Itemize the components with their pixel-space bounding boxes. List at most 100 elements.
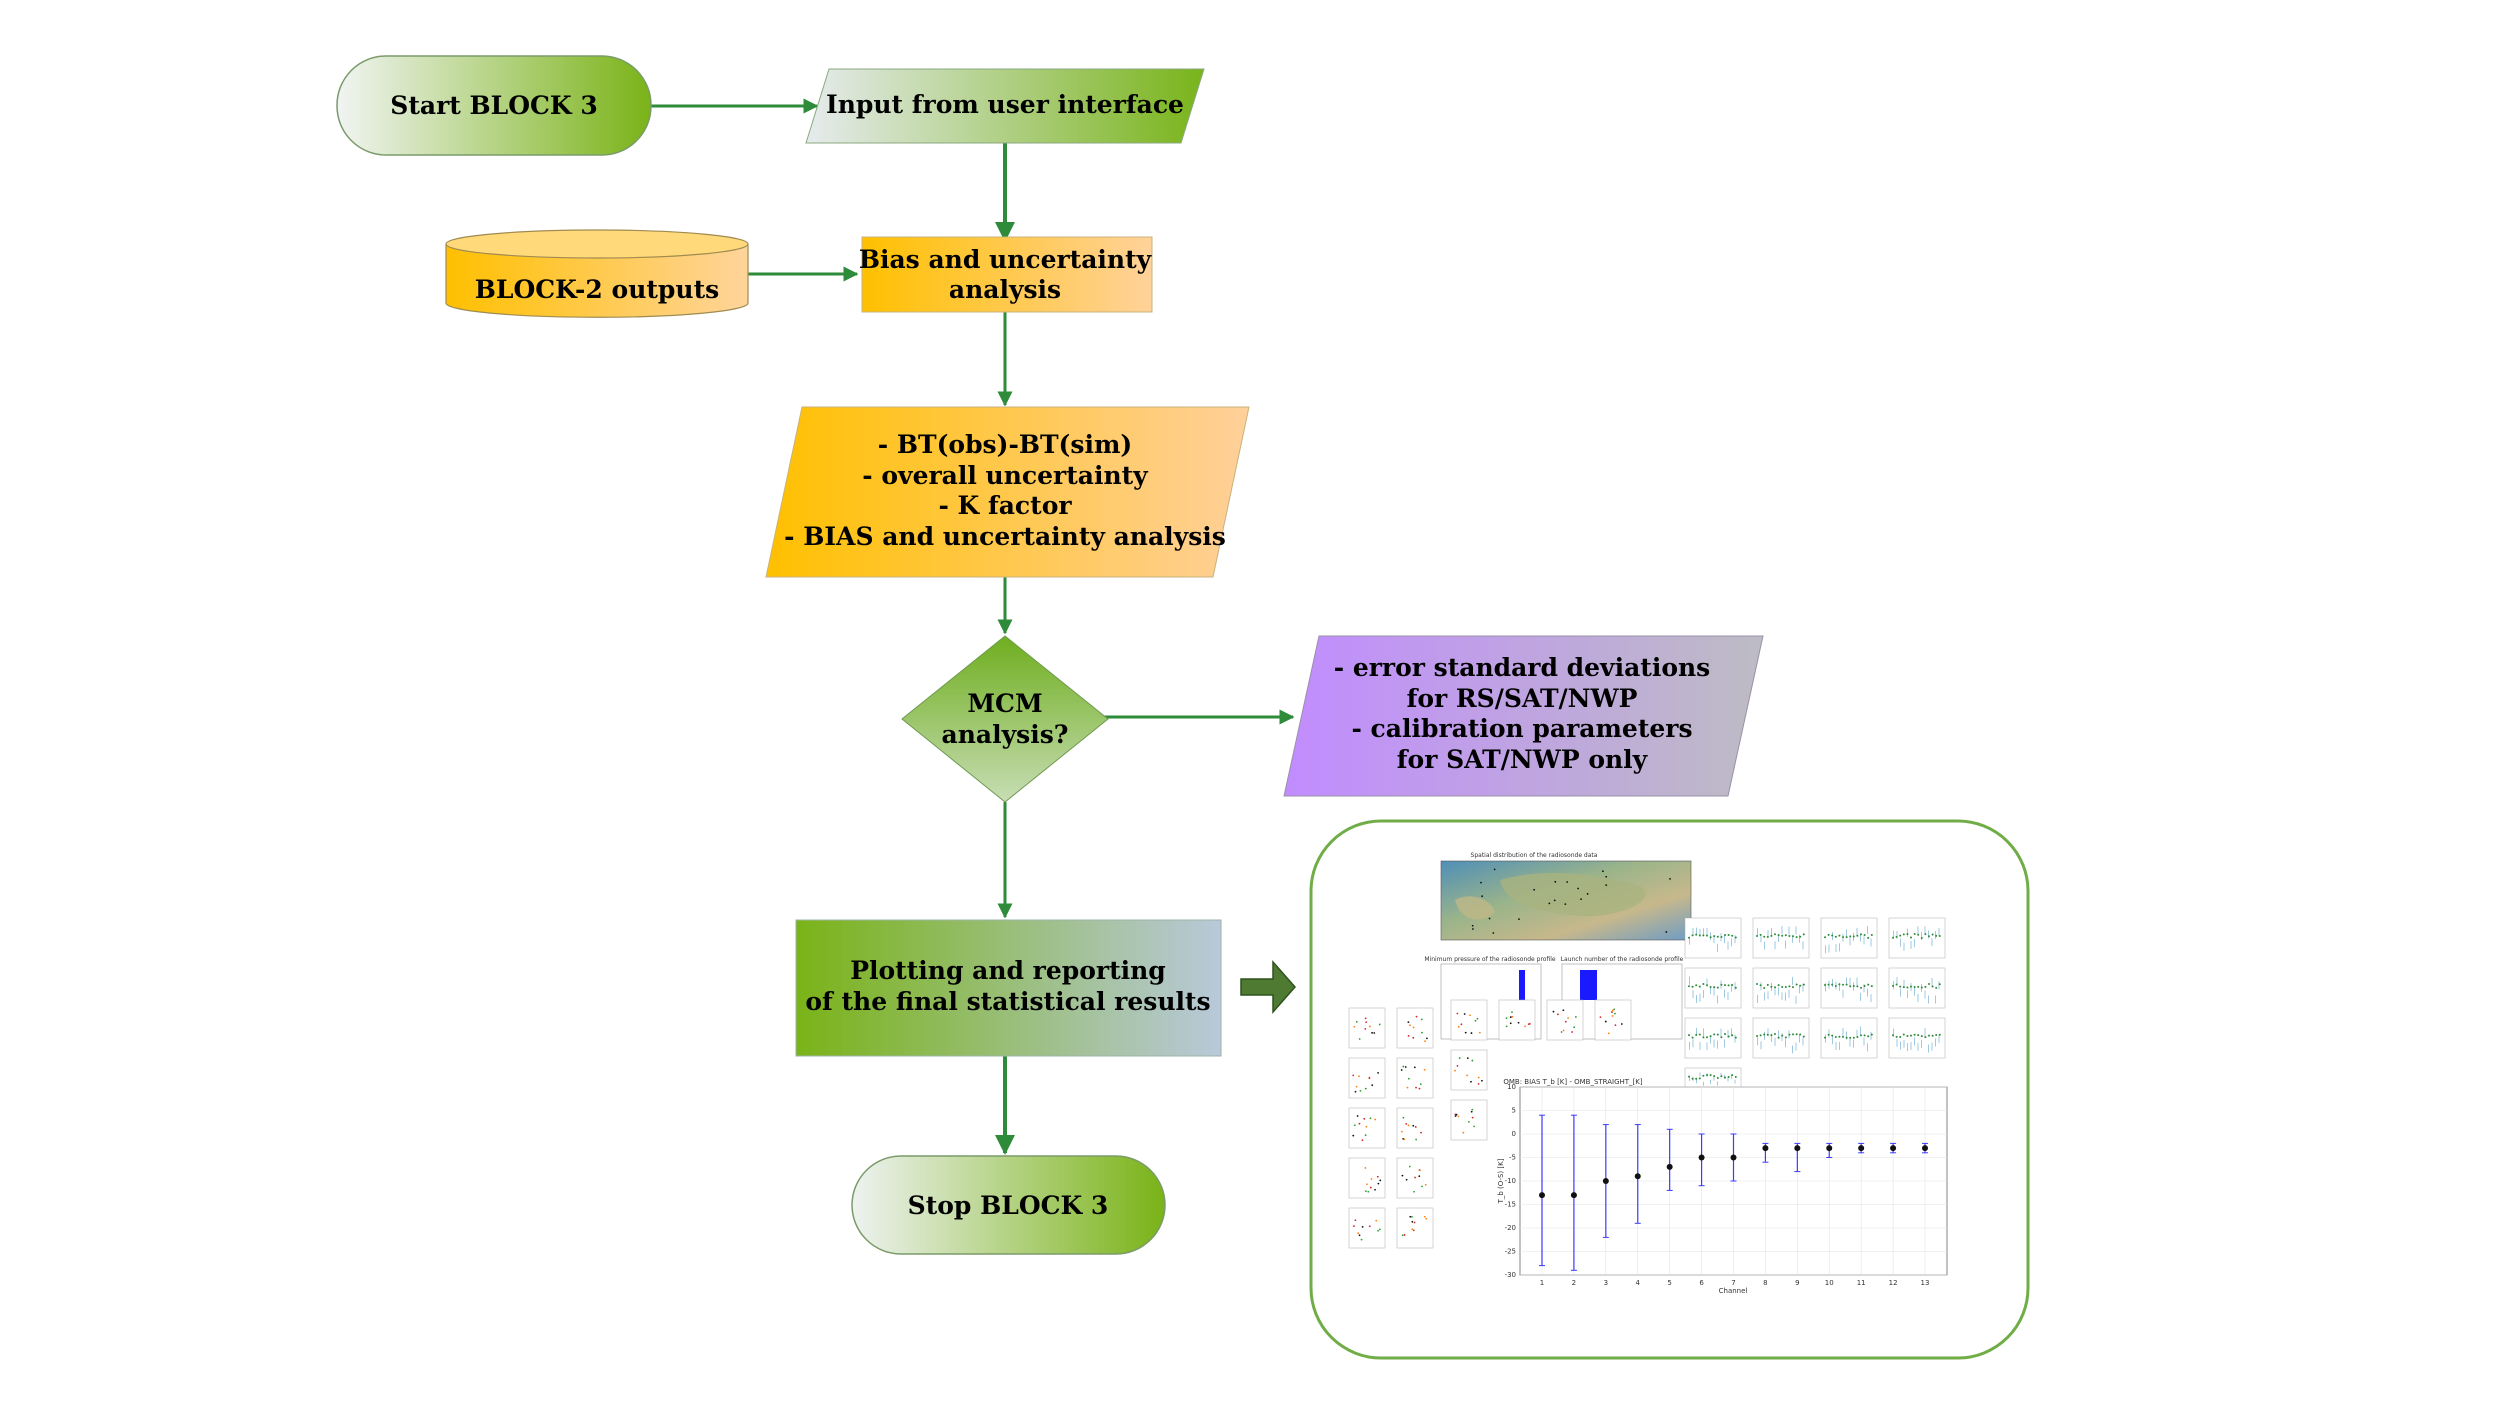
scatter-band — [1870, 1031, 1872, 1040]
scatter-point — [1709, 1035, 1712, 1038]
scatter-band — [1867, 926, 1868, 935]
scatter-point — [1774, 986, 1776, 989]
profile-panel-frame — [1450, 1049, 1488, 1091]
profile-point — [1355, 1085, 1358, 1088]
errbar-ytick: 5 — [1512, 1107, 1516, 1115]
bar2-title: Launch number of the radiosonde profile — [1561, 956, 1684, 963]
scatter-band — [1710, 986, 1711, 995]
profile-point — [1368, 1225, 1371, 1228]
scatter-point — [1734, 986, 1737, 989]
scatter-band — [1907, 928, 1908, 937]
profile-panel — [1348, 1157, 1386, 1199]
scatter-band — [1724, 1039, 1725, 1048]
scatter-point — [1713, 1033, 1716, 1036]
profile-point — [1477, 1076, 1480, 1079]
scatter-band — [1931, 938, 1933, 947]
map-dot — [1564, 903, 1567, 906]
scatter-point — [1892, 984, 1894, 987]
map-dot — [1577, 887, 1579, 890]
profile-panel — [1396, 1007, 1434, 1049]
plot-label-2: of the final statistical results — [805, 987, 1210, 1016]
scatter-panel-frame — [1752, 967, 1810, 1009]
scatter-point — [1720, 1036, 1723, 1039]
profile-point — [1413, 1221, 1416, 1224]
scatter-point — [1924, 1036, 1927, 1039]
profile-point — [1557, 1013, 1559, 1016]
errbar-marks — [1539, 1114, 1928, 1271]
profile-point — [1420, 1018, 1423, 1021]
block2-label: BLOCK-2 outputs — [475, 275, 719, 304]
map-thumbnail: Spatial distribution of the radiosonde d… — [1440, 852, 1692, 941]
profile-panel-frame — [1546, 999, 1584, 1041]
scatter-band — [1792, 934, 1793, 943]
profile-point — [1405, 1178, 1408, 1181]
node-block2-cylinder: BLOCK-2 outputs — [445, 229, 749, 318]
scatter-band — [1860, 992, 1861, 1001]
scatter-band — [1928, 930, 1929, 939]
scatter-band — [1699, 1072, 1701, 1077]
scatter-point — [1863, 933, 1866, 936]
profile-point — [1458, 1057, 1461, 1059]
scatter-band — [1785, 992, 1786, 1001]
scatter-band — [1692, 1039, 1694, 1048]
profile-panel — [1348, 1007, 1386, 1049]
scatter-band — [1839, 982, 1840, 991]
scatter-band — [1914, 939, 1915, 948]
stop-label: Stop BLOCK 3 — [908, 1191, 1109, 1220]
scatter-point — [1698, 934, 1701, 937]
profile-panel — [1546, 999, 1584, 1041]
profile-point — [1400, 1069, 1403, 1071]
scatter-band — [1870, 994, 1872, 1003]
errbar-xtick: 6 — [1699, 1279, 1704, 1287]
scatter-band — [1781, 926, 1783, 935]
profile-point — [1364, 1017, 1367, 1020]
scatter-point — [1824, 1036, 1826, 1039]
profile-point — [1353, 1025, 1356, 1028]
profile-point — [1529, 1022, 1531, 1025]
scatter-band — [1842, 1027, 1844, 1036]
profile-point — [1361, 1225, 1364, 1228]
scatter-band — [1713, 987, 1715, 996]
profile-point — [1353, 1225, 1355, 1228]
map-dot — [1554, 880, 1557, 883]
profile-point — [1358, 1122, 1361, 1125]
scatter-point — [1792, 1033, 1794, 1036]
profile-point — [1464, 1031, 1467, 1034]
profile-panel-frame — [1348, 1007, 1386, 1049]
scatter-point — [1910, 985, 1912, 988]
profile-point — [1368, 1025, 1371, 1028]
profile-point — [1517, 1021, 1520, 1024]
profile-point — [1423, 1215, 1426, 1218]
scatter-band — [1785, 1039, 1786, 1048]
errbar-xtick: 5 — [1667, 1279, 1671, 1287]
scatter-band — [1717, 1081, 1718, 1086]
mcm-out-line-4: for SAT/NWP only — [1397, 745, 1649, 774]
scatter-band — [1764, 1031, 1765, 1040]
profile-point — [1371, 1031, 1373, 1034]
profile-point — [1377, 1182, 1380, 1185]
scatter-point — [1727, 984, 1730, 987]
scatter-point — [1827, 933, 1830, 936]
profile-panel — [1396, 1207, 1434, 1249]
errbar-point — [1762, 1145, 1769, 1152]
scatter-point — [1931, 933, 1934, 936]
bar2-mark — [1580, 970, 1597, 1000]
scatter-point — [1913, 1033, 1916, 1036]
scatter-point — [1824, 984, 1826, 987]
scatter-band — [1839, 1041, 1840, 1050]
profile-point — [1423, 1068, 1426, 1071]
profile-point — [1552, 1010, 1555, 1013]
scatter-point — [1731, 934, 1734, 937]
scatter-point — [1920, 1035, 1923, 1038]
profile-point — [1373, 1032, 1376, 1034]
node-outputs: - BT(obs)-BT(sim) - overall uncertainty … — [765, 406, 1250, 578]
scatter-point — [1781, 986, 1784, 989]
profile-point — [1415, 1086, 1417, 1089]
bar1-mark — [1519, 970, 1525, 1005]
map-dot — [1548, 902, 1551, 905]
scatter-band — [1910, 940, 1912, 949]
scatter-point — [1688, 1075, 1690, 1078]
scatter-band — [1760, 982, 1762, 991]
